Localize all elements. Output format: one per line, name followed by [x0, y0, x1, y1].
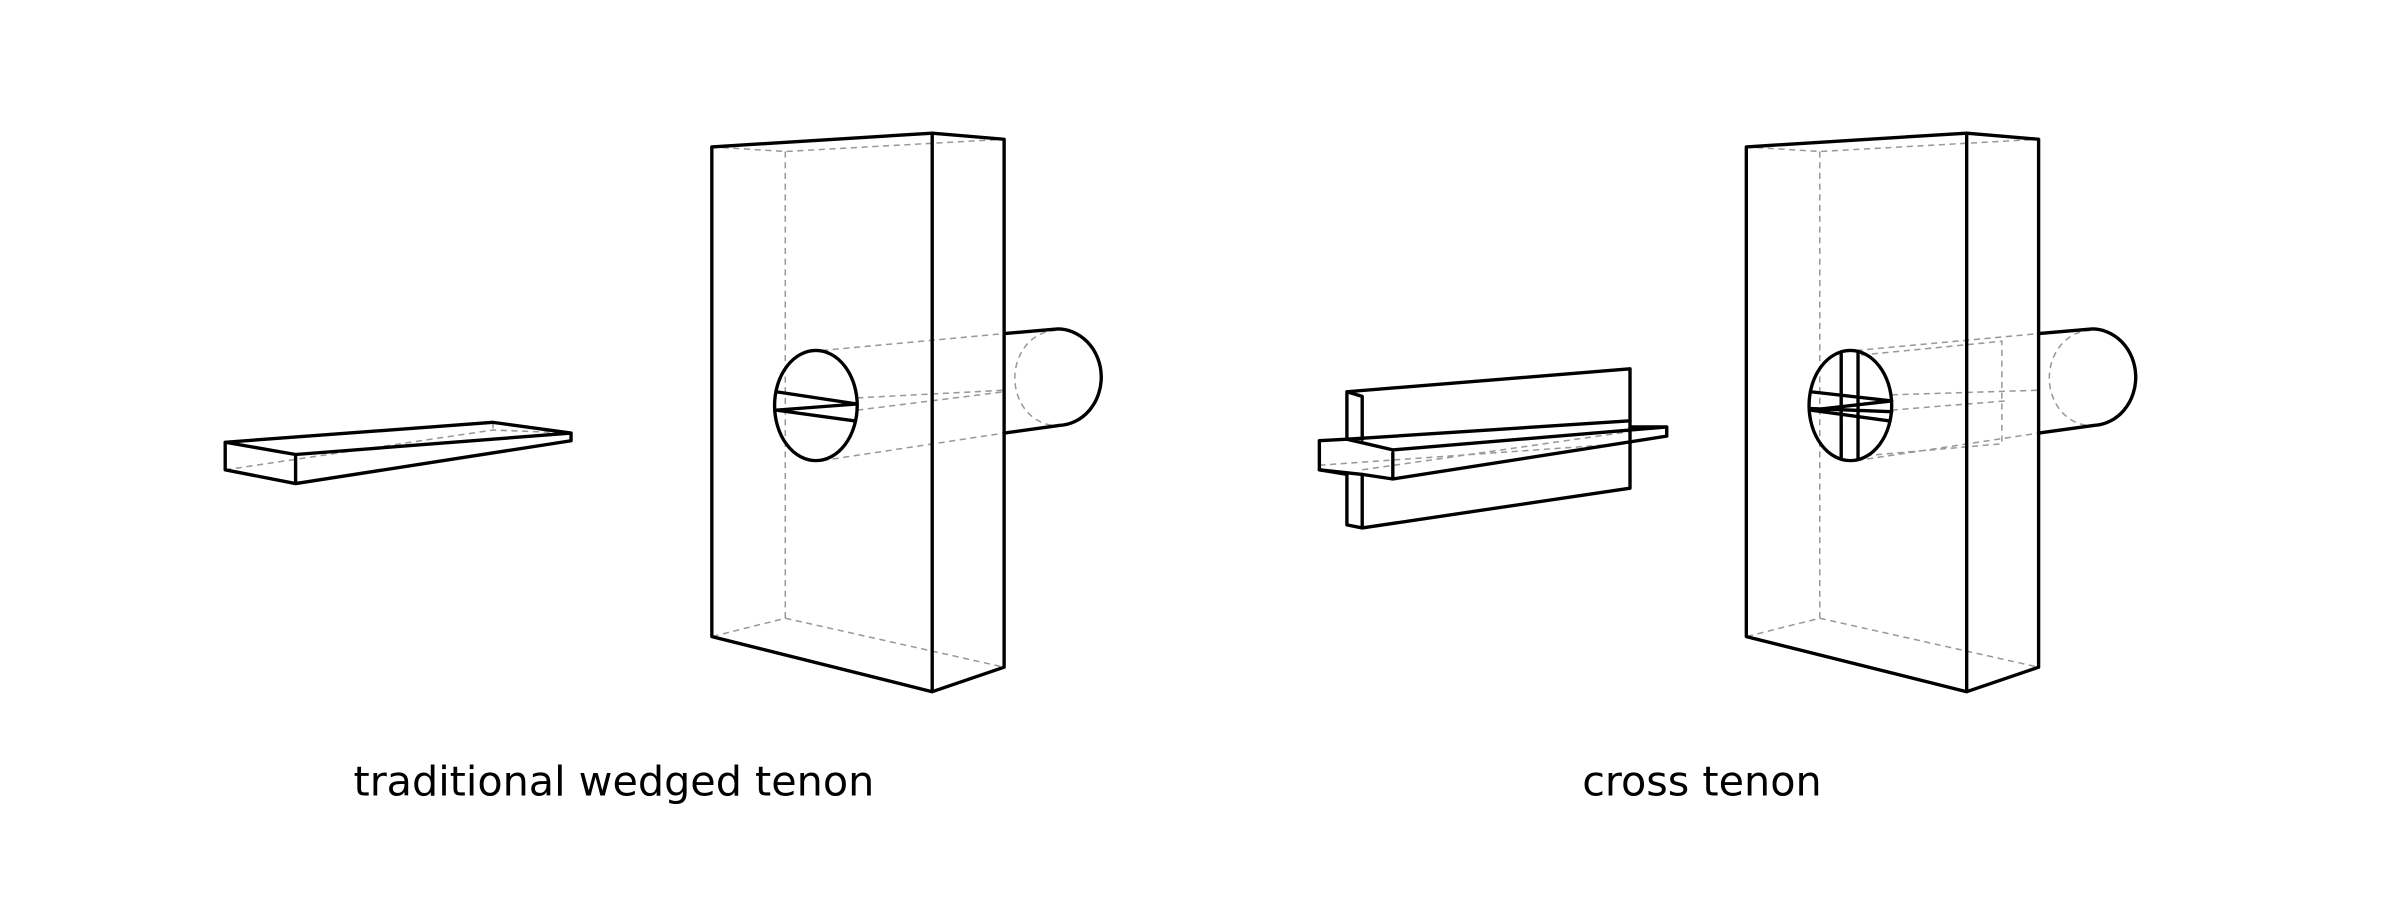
figure-label: cross tenon [1582, 758, 1821, 806]
figure-label: traditional wedged tenon [354, 758, 875, 806]
cross-wedge [1317, 367, 1669, 530]
wedged-tenon-figure: traditional wedged tenon [223, 131, 1103, 806]
cross-tenon-figure: cross tenon [1317, 131, 2138, 806]
mortised-post [710, 131, 1103, 694]
wedge [223, 420, 573, 486]
cross-mortised-post [1744, 131, 2138, 694]
